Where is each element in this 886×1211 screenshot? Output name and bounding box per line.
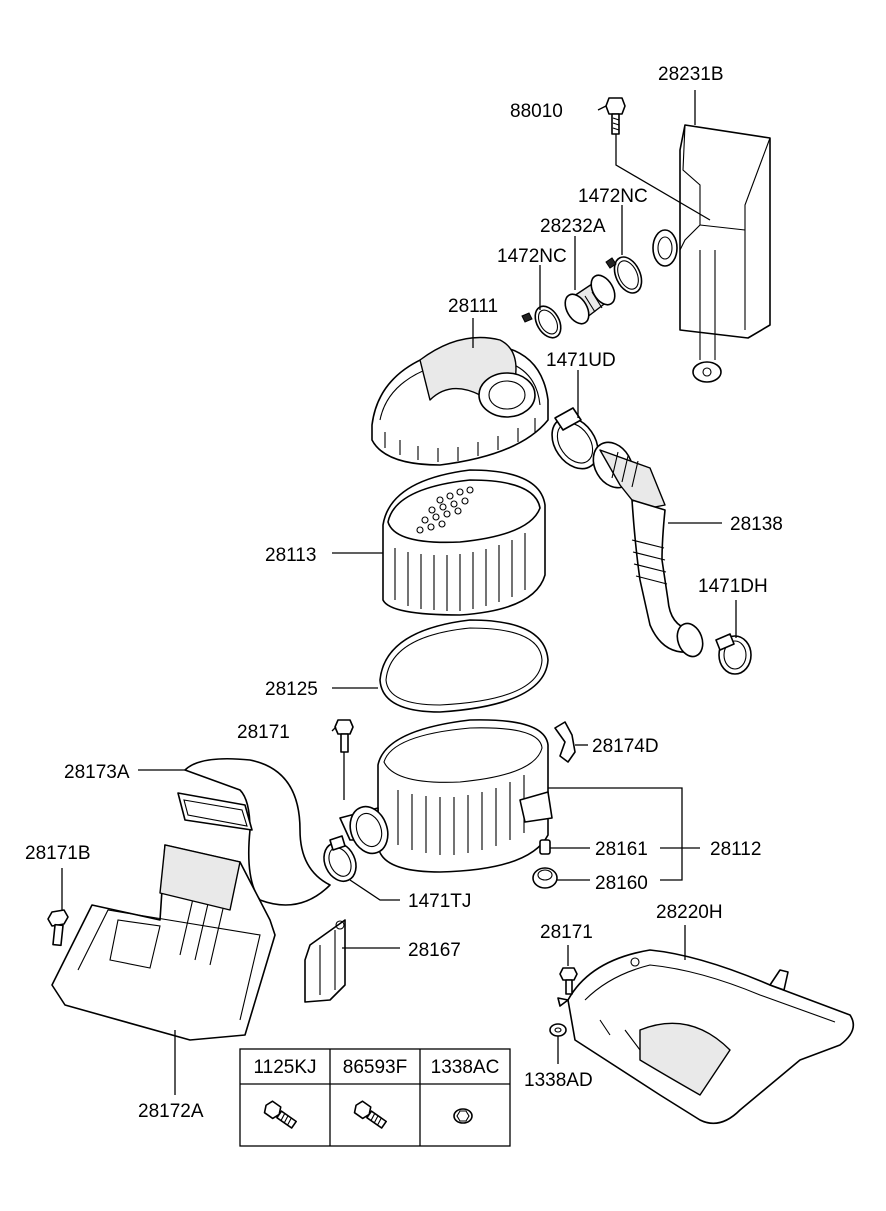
label-1471DH: 1471DH bbox=[698, 576, 768, 597]
legend-header-1338AC: 1338AC bbox=[431, 1057, 500, 1078]
leader-lines bbox=[61, 90, 737, 1095]
part-labels: 28231B 88010 1472NC 28232A 1472NC 28111 … bbox=[25, 64, 783, 1122]
nut-1338AD bbox=[549, 1023, 567, 1037]
label-1471TJ: 1471TJ bbox=[408, 891, 471, 912]
legend-header-86593F: 86593F bbox=[343, 1057, 407, 1078]
label-28171B: 28171B bbox=[25, 843, 91, 864]
label-28111: 28111 bbox=[448, 296, 498, 317]
label-1471UD: 1471UD bbox=[546, 350, 616, 371]
nut-icon bbox=[453, 1108, 473, 1124]
label-28167: 28167 bbox=[408, 940, 461, 961]
clamp-1471UD bbox=[551, 407, 599, 470]
grommet-28161 bbox=[539, 839, 551, 855]
bolt-28171-left bbox=[334, 719, 354, 800]
clamp-1471DH bbox=[715, 633, 752, 675]
bracket-28167 bbox=[304, 919, 346, 1003]
label-88010: 88010 bbox=[510, 101, 563, 122]
label-1472NC-top: 1472NC bbox=[578, 186, 648, 207]
label-28125: 28125 bbox=[265, 679, 318, 700]
label-28231B: 28231B bbox=[658, 64, 724, 85]
hose-28232A bbox=[564, 274, 616, 325]
resonator-28231B bbox=[652, 124, 771, 383]
fastener-legend-table: 1125KJ 86593F 1338AC bbox=[239, 1048, 511, 1147]
filter-element-28113 bbox=[382, 469, 546, 616]
intake-hose-28138 bbox=[592, 441, 704, 658]
label-28171-right: 28171 bbox=[540, 922, 593, 943]
duct-28173A bbox=[177, 757, 331, 906]
label-28232A: 28232A bbox=[540, 216, 606, 237]
clamp-1471TJ bbox=[323, 835, 357, 883]
cover-28111 bbox=[371, 336, 549, 466]
label-28172A: 28172A bbox=[138, 1101, 204, 1122]
gasket-28125 bbox=[379, 619, 549, 713]
bolt-28171-right bbox=[559, 967, 578, 995]
clamp-1472NC-upper bbox=[605, 256, 643, 294]
bolt-washer-icon bbox=[353, 1100, 388, 1129]
label-28174D: 28174D bbox=[592, 736, 659, 757]
clip-28174D bbox=[554, 721, 576, 763]
label-1338AD: 1338AD bbox=[524, 1070, 593, 1091]
label-28171-left: 28171 bbox=[237, 722, 290, 743]
clamp-1472NC-lower bbox=[521, 305, 562, 339]
legend-header-1125KJ: 1125KJ bbox=[253, 1057, 316, 1078]
label-28113: 28113 bbox=[265, 545, 316, 566]
label-1472NC-left: 1472NC bbox=[497, 246, 567, 267]
lower-body-28112 bbox=[339, 719, 553, 873]
label-28112: 28112 bbox=[710, 839, 761, 860]
grommet-28160 bbox=[532, 867, 558, 889]
label-28160: 28160 bbox=[595, 873, 648, 894]
label-28173A: 28173A bbox=[64, 762, 130, 783]
lower-duct-28220H bbox=[557, 949, 855, 1125]
label-28220H: 28220H bbox=[656, 902, 723, 923]
bolt-28171B bbox=[47, 909, 69, 947]
label-28138: 28138 bbox=[730, 514, 783, 535]
bolt-flanged-icon bbox=[263, 1100, 298, 1129]
label-28161: 28161 bbox=[595, 839, 648, 860]
shroud-28172A bbox=[51, 844, 276, 1041]
